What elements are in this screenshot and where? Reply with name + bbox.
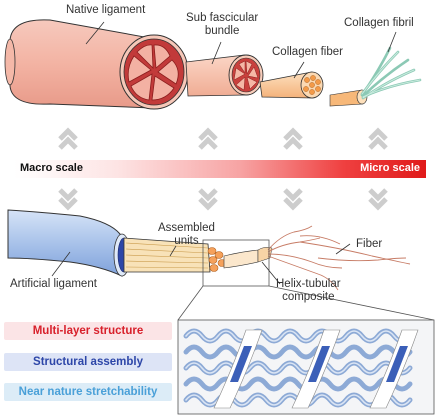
label-assembled-units: Assembled units <box>158 222 215 247</box>
label-collagen-fibril: Collagen fibril <box>344 17 414 29</box>
double-chevron-down-icon <box>58 188 388 211</box>
sub-fascicular-bundle <box>185 54 264 97</box>
collagen-fiber <box>259 71 324 99</box>
bottom-leader-lines <box>51 243 351 285</box>
ligament-cross-section <box>119 34 189 110</box>
feature-multi-layer-structure: Multi-layer structure <box>4 322 172 340</box>
label-native-ligament: Native ligament <box>66 4 146 16</box>
assembled-units <box>123 237 227 273</box>
label-macro-scale: Macro scale <box>20 162 83 174</box>
helix-tubular-composite <box>223 247 273 269</box>
label-micro-scale: Micro scale <box>360 162 420 174</box>
label-artificial-ligament: Artificial ligament <box>10 278 97 290</box>
label-collagen-fiber: Collagen fiber <box>272 46 343 58</box>
feature-near-nature-stretchability: Near nature stretchability <box>4 383 172 401</box>
artificial-ligament <box>7 209 131 277</box>
double-chevron-up-icon <box>58 127 388 150</box>
zoom-connectors <box>177 285 435 321</box>
fiber-strands <box>267 225 411 291</box>
helix-ribbons <box>213 329 419 409</box>
label-sub-fascicular-bundle: Sub fascicular bundle <box>186 12 259 37</box>
feature-structural-assembly: Structural assembly <box>4 353 172 371</box>
collagen-fibril <box>329 46 422 107</box>
helix-tubular-zoom-panel <box>177 319 435 415</box>
scale-gradient-bar <box>14 160 426 178</box>
zoom-frame <box>202 239 270 287</box>
label-helix-tubular-composite: Helix-tubular composite <box>276 278 341 303</box>
top-leader-lines <box>85 21 397 79</box>
label-fiber: Fiber <box>356 238 383 250</box>
